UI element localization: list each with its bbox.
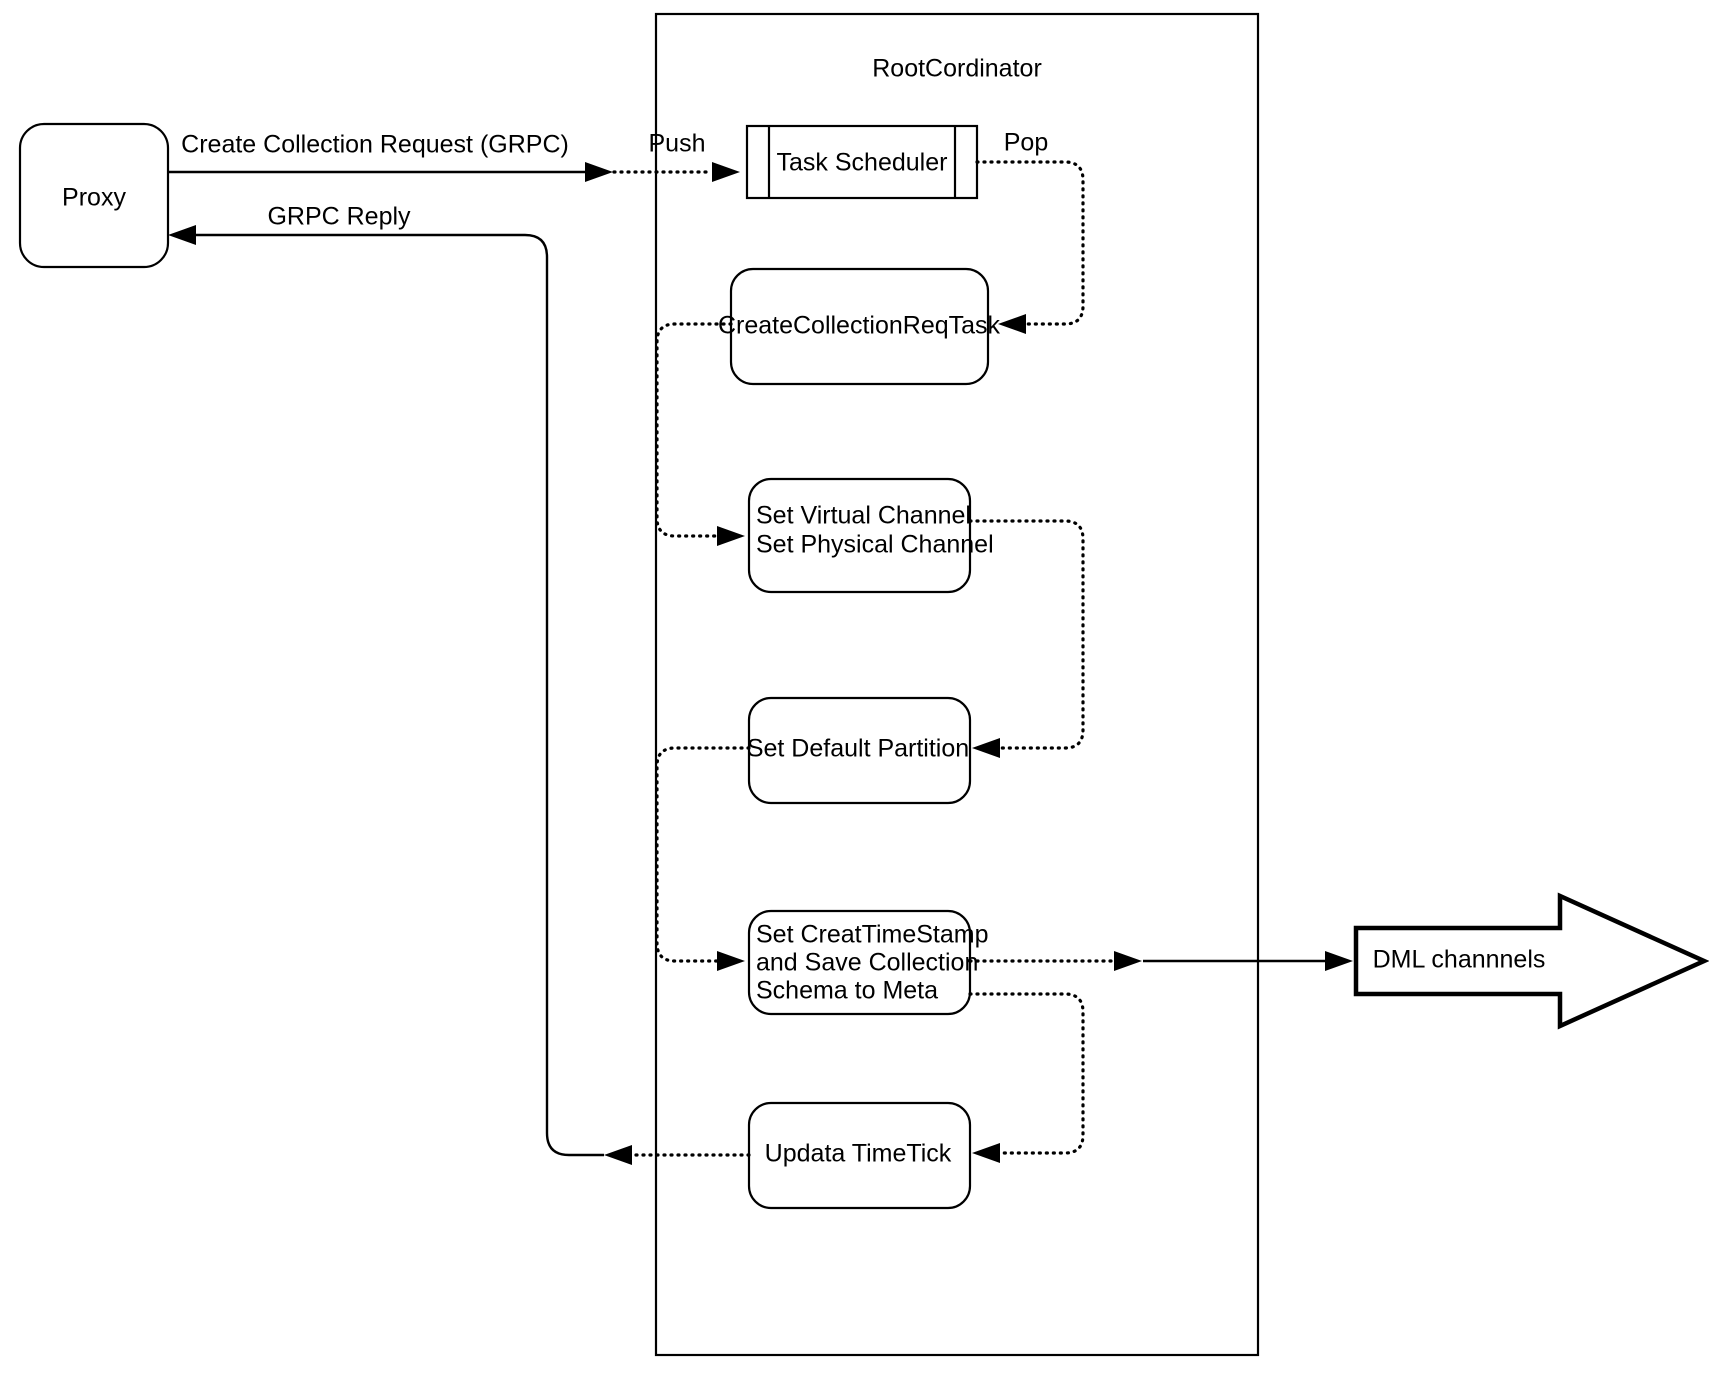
- edge-task-to-channels: [655, 322, 745, 546]
- rootcordinator-title: RootCordinator: [872, 55, 1042, 83]
- node-create-collection-req-task-label: CreateCollectionReqTask: [718, 312, 1001, 340]
- node-set-createtimestamp[interactable]: Set CreatTimeStamp and Save Collection S…: [747, 909, 988, 1016]
- edge-create-collection-request-label: Create Collection Request (GRPC): [181, 131, 569, 159]
- node-set-channels-label-line1: Set Virtual Channel: [756, 502, 971, 530]
- edge-grpc-reply: GRPC Reply: [168, 203, 604, 1157]
- edge-channels-to-partition: [968, 519, 1085, 758]
- edge-pop-label: Pop: [1004, 129, 1048, 157]
- edge-push-label: Push: [649, 130, 706, 158]
- node-set-createtimestamp-label-line2: and Save Collection: [756, 949, 978, 977]
- node-set-createtimestamp-label-line1: Set CreatTimeStamp: [756, 921, 988, 949]
- rootcordinator-container: RootCordinator: [654, 12, 1260, 1357]
- node-create-collection-req-task[interactable]: CreateCollectionReqTask: [718, 267, 1001, 386]
- edge-timetick-out: [604, 1145, 751, 1165]
- node-updata-timetick[interactable]: Updata TimeTick: [747, 1101, 972, 1210]
- node-set-channels-label-line2: Set Physical Channel: [756, 531, 994, 559]
- edge-timestamp-to-timetick: [968, 992, 1085, 1163]
- node-set-default-partition-label: Set Default Partition: [747, 735, 969, 763]
- node-set-channels[interactable]: Set Virtual Channel Set Physical Channel: [747, 477, 994, 594]
- node-set-createtimestamp-label-line3: Schema to Meta: [756, 977, 938, 1005]
- node-task-scheduler[interactable]: Task Scheduler: [745, 124, 979, 200]
- node-set-default-partition[interactable]: Set Default Partition: [747, 696, 972, 805]
- node-updata-timetick-label: Updata TimeTick: [765, 1140, 952, 1168]
- edge-create-collection-request: Create Collection Request (GRPC): [168, 131, 613, 182]
- node-dml-channels[interactable]: DML channnels: [1353, 892, 1709, 1030]
- edge-timestamp-to-dml: [968, 951, 1353, 971]
- node-task-scheduler-label: Task Scheduler: [777, 149, 948, 177]
- node-proxy-label: Proxy: [62, 184, 126, 212]
- edge-partition-to-timestamp: [655, 746, 751, 971]
- node-dml-channels-label: DML channnels: [1373, 946, 1546, 974]
- edge-push: Push: [612, 130, 740, 182]
- node-proxy[interactable]: Proxy: [18, 122, 170, 269]
- edge-grpc-reply-label: GRPC Reply: [267, 203, 411, 231]
- edge-pop: Pop: [975, 129, 1085, 334]
